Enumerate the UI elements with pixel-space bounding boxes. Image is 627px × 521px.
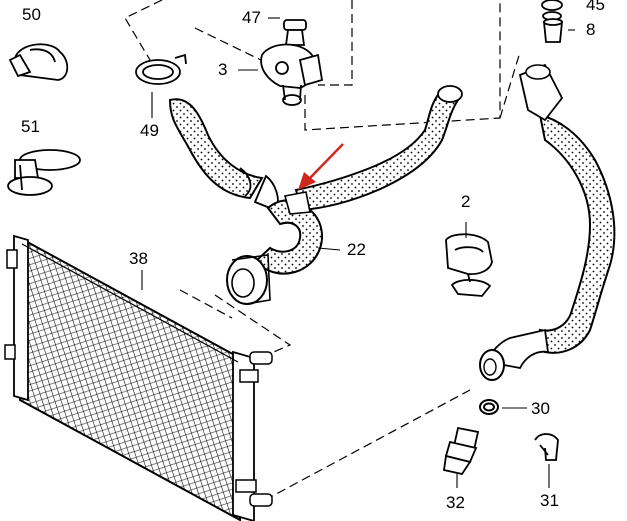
- clamp-49: [135, 53, 187, 85]
- clamp-51: [7, 149, 81, 196]
- callout-3: 3: [218, 60, 228, 79]
- callout-31: 31: [540, 491, 559, 510]
- callout-32: 32: [446, 493, 465, 512]
- radiator: [4, 234, 273, 521]
- part-45: [541, 0, 563, 21]
- callout-2: 2: [461, 192, 471, 211]
- callout-45: 45: [586, 0, 605, 14]
- callout-30: 30: [531, 399, 550, 418]
- callout-49: 49: [140, 121, 159, 140]
- callout-22: 22: [347, 240, 366, 259]
- sensor-32: [442, 426, 480, 476]
- callout-51: 51: [21, 117, 40, 136]
- leader-lines: [141, 17, 575, 488]
- clip-31: [534, 433, 559, 461]
- hose-upper-left: [168, 98, 279, 212]
- callout-50: 50: [22, 5, 41, 24]
- bracket-2: [445, 233, 493, 297]
- hose-small-upper: [283, 85, 463, 215]
- part-8: [543, 18, 563, 43]
- water-pump: [260, 19, 324, 106]
- callout-47: 47: [242, 8, 261, 27]
- callout-38: 38: [129, 249, 148, 268]
- dashed-reference-lines: [124, 0, 521, 501]
- o-ring-30: [479, 399, 499, 415]
- highlight-arrow: [298, 143, 344, 190]
- hose-22: [226, 199, 324, 305]
- clamp-50: [8, 43, 69, 81]
- hose-right-long: [479, 63, 616, 381]
- callout-8: 8: [586, 20, 596, 39]
